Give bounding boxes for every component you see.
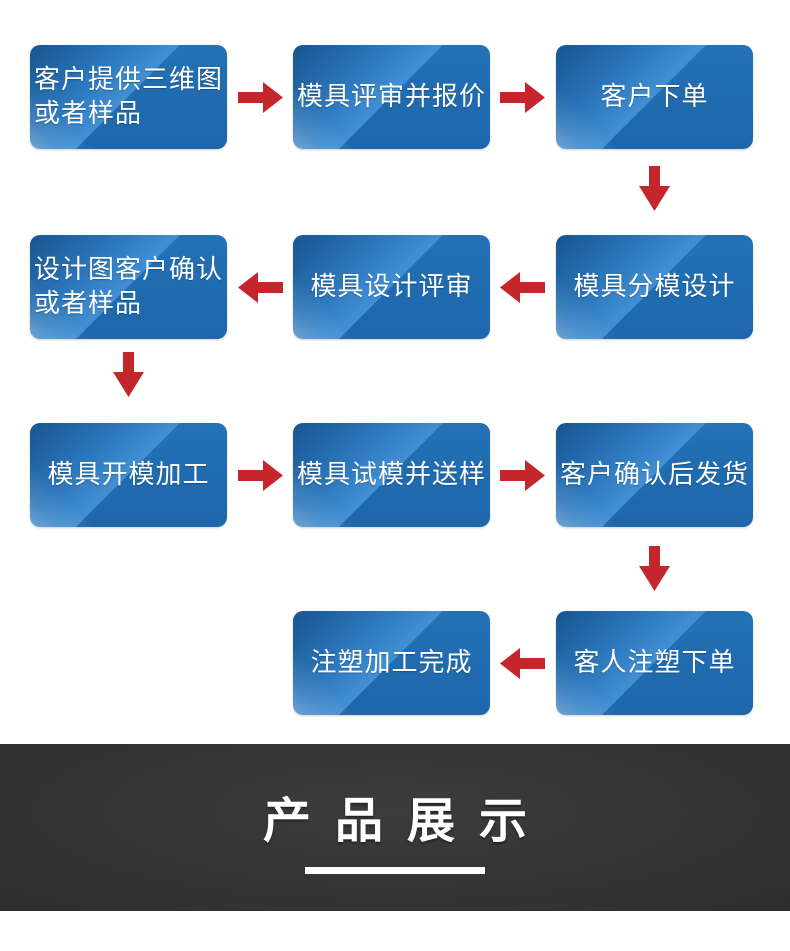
arrow-right-icon	[238, 82, 283, 113]
arrow-left-icon	[500, 648, 545, 679]
process-box-label: 模具设计评审	[310, 271, 473, 302]
process-box-mold-machining: 模具开模加工	[30, 423, 227, 527]
process-box-injection-complete: 注塑加工完成	[293, 611, 490, 715]
process-box-label: 客人注塑下单	[573, 647, 736, 678]
process-box-mold-design-review: 模具设计评审	[293, 235, 490, 339]
process-box-customer-order: 客户下单	[556, 45, 753, 149]
arrow-left-icon	[500, 272, 545, 303]
process-box-label: 客户下单	[600, 81, 709, 112]
arrow-down-icon	[113, 352, 144, 397]
process-box-label: 模具开模加工	[47, 459, 210, 490]
arrow-right-icon	[500, 82, 545, 113]
process-box-label: 注塑加工完成	[310, 647, 473, 678]
banner-title: 产品展示	[262, 795, 551, 848]
process-box-label: 模具评审并报价	[296, 81, 486, 112]
process-box-label: 客户提供三维图 或者样品	[33, 64, 223, 128]
arrow-right-icon	[238, 460, 283, 491]
process-box-injection-order: 客人注塑下单	[556, 611, 753, 715]
product-display-banner: 产品展示	[0, 744, 790, 911]
process-box-mold-review-quote: 模具评审并报价	[293, 45, 490, 149]
process-box-ship-after-confirmation: 客户确认后发货	[556, 423, 753, 527]
process-box-label: 设计图客户确认 或者样品	[33, 254, 223, 318]
process-box-mold-trial-sample: 模具试模并送样	[293, 423, 490, 527]
process-box-design-confirmation: 设计图客户确认 或者样品	[30, 235, 227, 339]
process-box-customer-provides-drawing: 客户提供三维图 或者样品	[30, 45, 227, 149]
process-box-label: 模具分模设计	[573, 271, 736, 302]
process-flowchart: 客户提供三维图 或者样品 模具评审并报价 客户下单 设计图客户确认 或者样品 模…	[30, 45, 753, 715]
process-box-label: 模具试模并送样	[296, 459, 486, 490]
arrow-down-icon	[639, 546, 670, 591]
arrow-left-icon	[238, 272, 283, 303]
process-box-mold-parting-design: 模具分模设计	[556, 235, 753, 339]
arrow-right-icon	[500, 460, 545, 491]
banner-underline	[305, 867, 485, 874]
arrow-down-icon	[639, 166, 670, 211]
process-box-label: 客户确认后发货	[559, 459, 749, 490]
